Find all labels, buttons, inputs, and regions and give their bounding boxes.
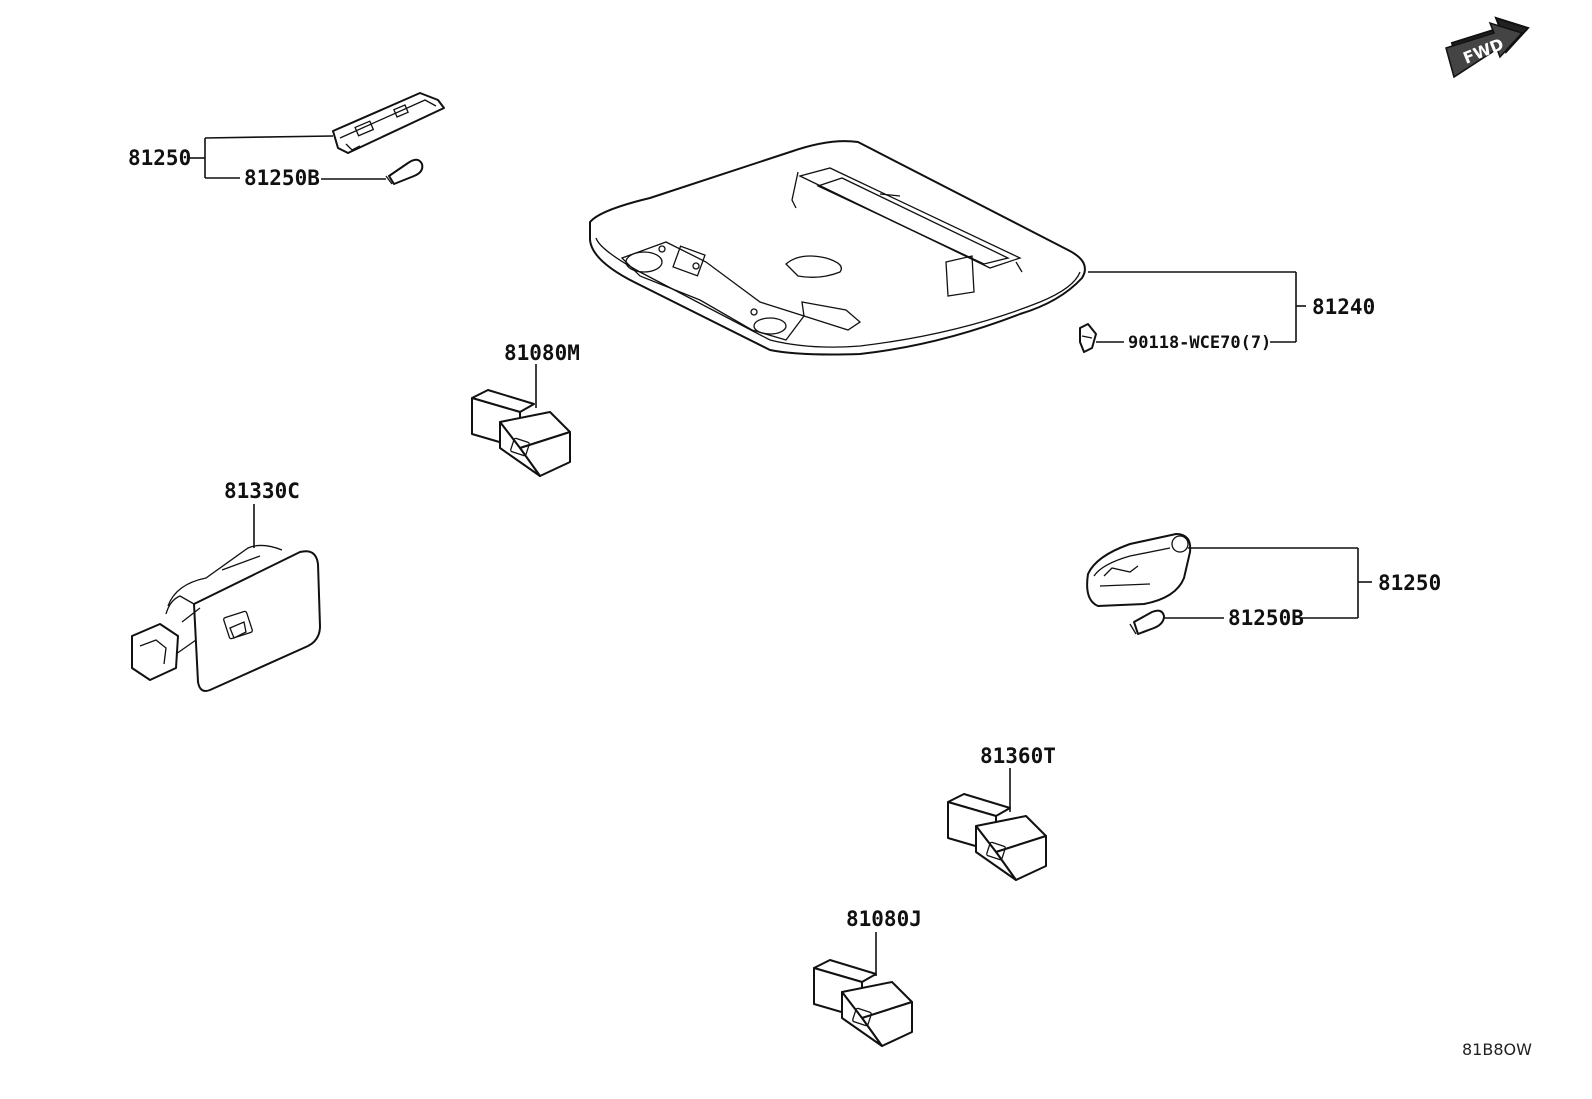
connector-81080m-group: 81080M	[471, 341, 580, 477]
top-map-lamp-group: 81250 81250B	[128, 92, 445, 190]
label-81240: 81240	[1312, 295, 1375, 319]
connector-81360t-icon	[947, 793, 1047, 881]
right-lamp-group: 81250 81250B	[1086, 533, 1441, 635]
label-81250-right: 81250	[1378, 571, 1441, 595]
map-lamp-bulb-icon	[385, 158, 424, 185]
connector-81080j-group: 81080J	[813, 907, 922, 1047]
label-81250-top: 81250	[128, 146, 191, 170]
connector-81360t-group: 81360T	[947, 744, 1056, 881]
diagram-code: 81B8OW	[1462, 1040, 1532, 1059]
map-lamp-housing-icon	[332, 92, 445, 154]
right-lamp-bulb-icon	[1129, 609, 1165, 635]
roof-console-panel-icon	[589, 140, 1086, 356]
connector-81080m-icon	[471, 389, 571, 477]
roof-console-group: 81240 90118-WCE70(7)	[589, 140, 1375, 356]
label-81080j: 81080J	[846, 907, 922, 931]
label-81250b-right: 81250B	[1228, 606, 1304, 630]
label-81360t: 81360T	[980, 744, 1056, 768]
label-81080m: 81080M	[504, 341, 580, 365]
connector-81080j-icon	[813, 959, 913, 1047]
label-90118-wce70: 90118-WCE70(7)	[1128, 333, 1271, 353]
clip-icon	[1079, 323, 1097, 353]
switch-81330c-group: 81330C	[131, 479, 321, 692]
label-81250b-top: 81250B	[244, 166, 320, 190]
switch-81330c-icon	[131, 544, 321, 692]
right-lamp-housing-icon	[1086, 533, 1192, 607]
fwd-arrow-icon: FWD	[1445, 16, 1530, 79]
label-81330c: 81330C	[224, 479, 300, 503]
